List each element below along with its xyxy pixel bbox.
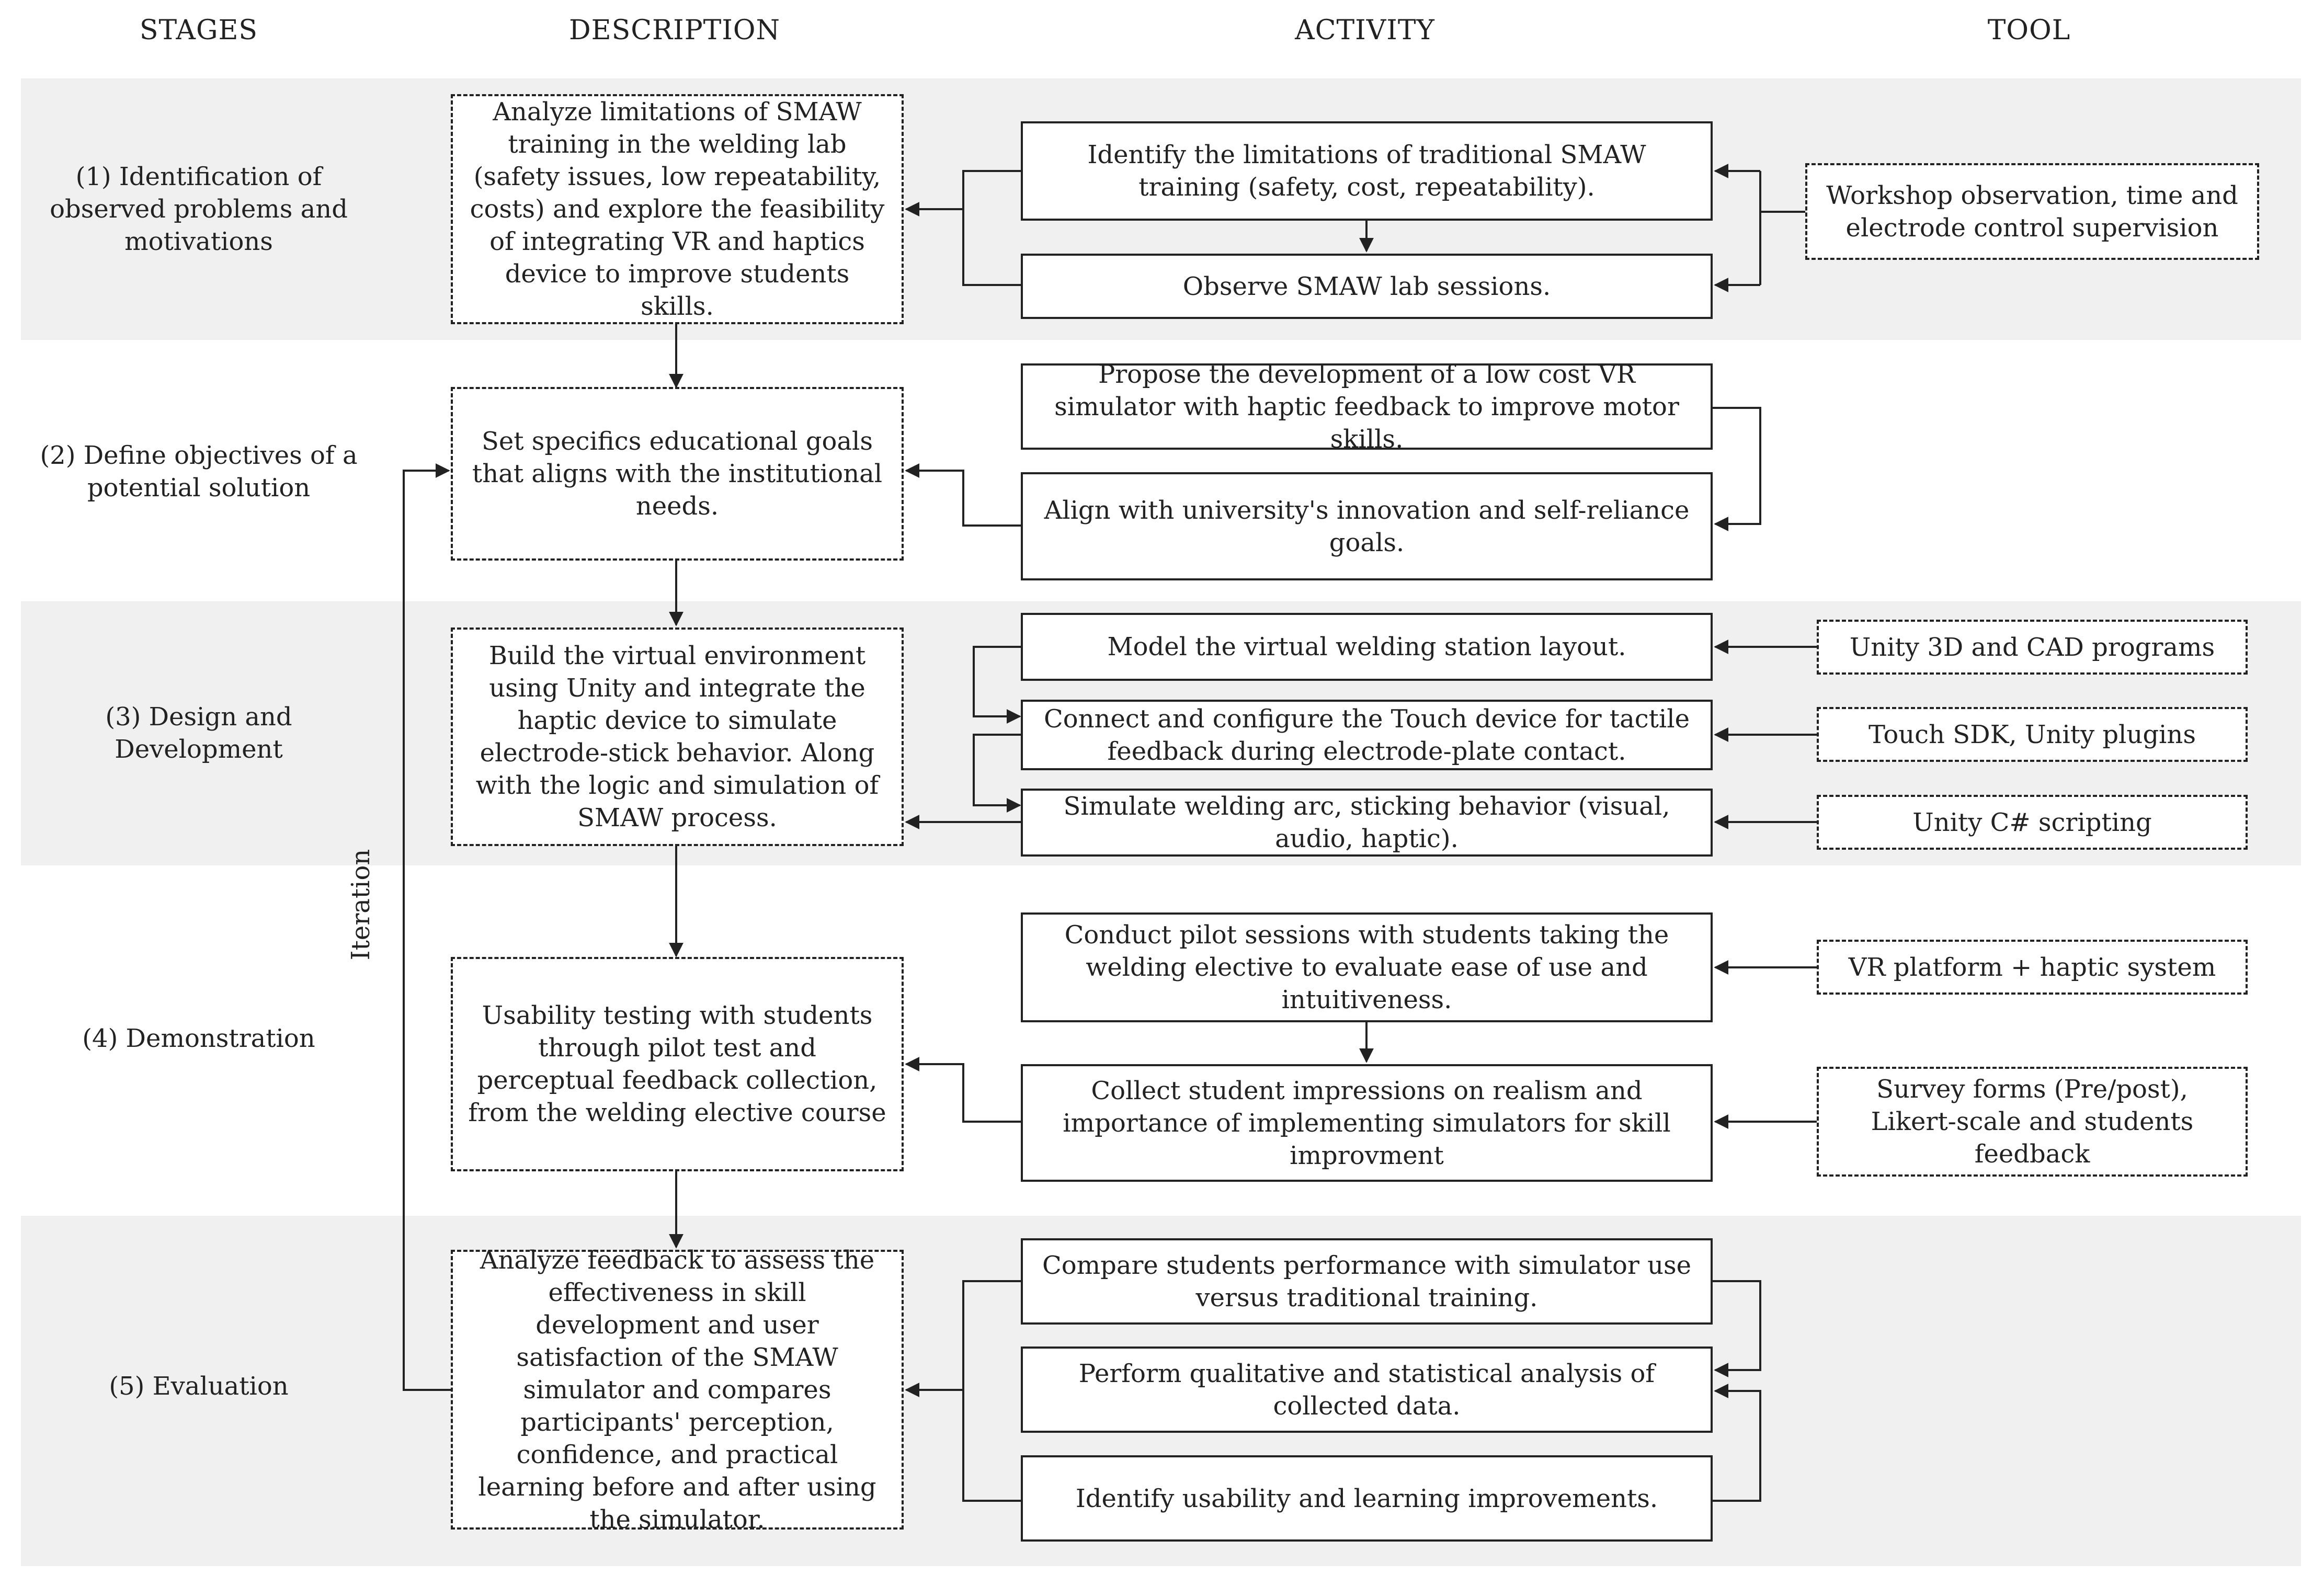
activity-text-5-2: Perform qualitative and statistical anal… <box>1078 1359 1655 1421</box>
tool-box-3-3: Unity C# scripting <box>1817 795 2248 850</box>
stage-label-5: (5) Evaluation <box>109 1372 289 1401</box>
activity-box-1-2: Observe SMAW lab sessions. <box>1021 254 1713 319</box>
description-box-3: Build the virtual environment using Unit… <box>451 627 904 846</box>
description-box-2: Set specifics educational goals that ali… <box>451 387 904 561</box>
tool-text-3-1: Unity 3D and CAD programs <box>1849 632 2215 662</box>
activity-box-5-1: Compare students performance with simula… <box>1021 1238 1713 1325</box>
activity-text-4-2: Collect student impressions on realism a… <box>1063 1076 1671 1170</box>
activity-box-4-1: Conduct pilot sessions with students tak… <box>1021 912 1713 1022</box>
tool-box-3-1: Unity 3D and CAD programs <box>1817 620 2248 675</box>
activity-text-3-3: Simulate welding arc, sticking behavior … <box>1063 792 1670 853</box>
tool-box-1: Workshop observation, time and electrode… <box>1805 163 2259 260</box>
stage-label-4: (4) Demonstration <box>82 1024 315 1053</box>
description-text-5: Analyze feedback to assess the effective… <box>478 1245 876 1534</box>
tool-text-4-2: Survey forms (Pre/post), Likert-scale an… <box>1871 1075 2194 1169</box>
activity-box-3-3: Simulate welding arc, sticking behavior … <box>1021 789 1713 857</box>
description-text-2: Set specifics educational goals that ali… <box>472 427 883 521</box>
activity-text-5-3: Identify usability and learning improvem… <box>1075 1484 1658 1513</box>
activity-text-1-2: Observe SMAW lab sessions. <box>1182 271 1551 301</box>
tool-text-1: Workshop observation, time and electrode… <box>1826 180 2238 243</box>
description-text-4: Usability testing with students through … <box>468 1001 886 1127</box>
tool-text-3-2: Touch SDK, Unity plugins <box>1869 720 2196 749</box>
activity-box-5-2: Perform qualitative and statistical anal… <box>1021 1347 1713 1433</box>
description-text-1: Analyze limitations of SMAW training in … <box>470 97 885 321</box>
activity-text-4-1: Conduct pilot sessions with students tak… <box>1064 920 1669 1014</box>
header-activity: ACTIVITY <box>1295 15 1435 46</box>
stage-label-1: (1) Identification of observed problems … <box>50 162 348 256</box>
description-box-1: Analyze limitations of SMAW training in … <box>451 94 904 324</box>
tool-text-4-1: VR platform + haptic system <box>1848 952 2216 982</box>
tool-box-3-2: Touch SDK, Unity plugins <box>1817 707 2248 762</box>
stage-label-3: (3) Design and Development <box>105 702 292 764</box>
activity-text-5-1: Compare students performance with simula… <box>1042 1250 1692 1313</box>
activity-box-2-2: Align with university's innovation and s… <box>1021 472 1713 580</box>
iteration-label: Iteration <box>346 849 375 961</box>
activity-box-4-2: Collect student impressions on realism a… <box>1021 1064 1713 1182</box>
activity-text-2-1: Propose the development of a low cost VR… <box>1054 359 1679 454</box>
header-stages: STAGES <box>139 15 258 46</box>
tool-box-4-1: VR platform + haptic system <box>1817 940 2248 995</box>
activity-text-3-2: Connect and configure the Touch device f… <box>1044 704 1690 766</box>
activity-box-3-1: Model the virtual welding station layout… <box>1021 613 1713 681</box>
tool-box-4-2: Survey forms (Pre/post), Likert-scale an… <box>1817 1067 2248 1177</box>
tool-text-3-3: Unity C# scripting <box>1912 807 2152 837</box>
activity-box-1-1: Identify the limitations of traditional … <box>1021 121 1713 221</box>
activity-text-3-1: Model the virtual welding station layout… <box>1107 632 1626 661</box>
activity-text-1-1: Identify the limitations of traditional … <box>1087 140 1646 202</box>
header-tool: TOOL <box>1987 15 2071 46</box>
stage-label-2: (2) Define objectives of a potential sol… <box>40 441 358 503</box>
activity-text-2-2: Align with university's innovation and s… <box>1044 495 1690 557</box>
description-box-5: Analyze feedback to assess the effective… <box>451 1246 904 1534</box>
description-box-4: Usability testing with students through … <box>451 957 904 1171</box>
activity-box-5-3: Identify usability and learning improvem… <box>1021 1455 1713 1542</box>
header-description: DESCRIPTION <box>568 15 781 46</box>
activity-box-2-1: Propose the development of a low cost VR… <box>1021 360 1713 454</box>
activity-box-3-2: Connect and configure the Touch device f… <box>1021 700 1713 770</box>
description-text-3: Build the virtual environment using Unit… <box>475 641 879 832</box>
